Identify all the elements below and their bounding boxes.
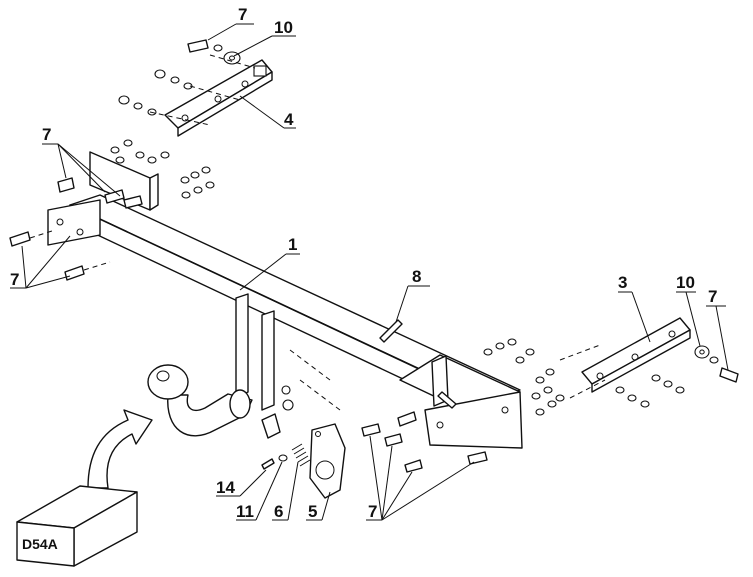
callout-3: 3 (618, 273, 627, 292)
callout-14: 14 (216, 478, 235, 497)
fastener-cluster-top (118, 39, 267, 116)
callout-4: 4 (284, 110, 294, 129)
callout-7-top: 7 (238, 5, 247, 24)
callout-10-right: 10 (676, 273, 695, 292)
callout-7-right: 7 (708, 287, 717, 306)
callout-labels: 7 10 4 7 7 1 8 3 10 7 14 11 6 5 7 (10, 5, 717, 521)
package-box: D54A (16, 485, 138, 567)
fastener-cluster-bottom (361, 411, 488, 473)
callout-10-top: 10 (274, 18, 293, 37)
curved-arrow-icon (87, 409, 153, 489)
socket-plate-5 (309, 423, 346, 499)
callout-7-left-top: 7 (42, 125, 51, 144)
callout-7-left-bottom: 7 (10, 270, 19, 289)
assembly-guides (29, 54, 606, 411)
plate-3 (581, 317, 691, 393)
callout-8: 8 (412, 267, 421, 286)
tow-hook (147, 293, 294, 439)
callout-11: 11 (236, 502, 254, 521)
spring-6 (291, 443, 311, 467)
screw-14 (261, 458, 275, 470)
callout-7-bottom: 7 (368, 502, 377, 521)
callout-5: 5 (308, 502, 317, 521)
box-label: D54A (22, 536, 58, 552)
right-bracket (399, 354, 523, 449)
callout-6: 6 (274, 502, 283, 521)
fastener-cluster-right (379, 319, 739, 416)
callout-leaders (10, 23, 729, 521)
left-bracket (47, 151, 159, 246)
washer-11 (278, 454, 288, 462)
callout-1: 1 (288, 235, 297, 254)
crossbar (69, 194, 521, 421)
fastener-cluster-left (9, 139, 215, 281)
